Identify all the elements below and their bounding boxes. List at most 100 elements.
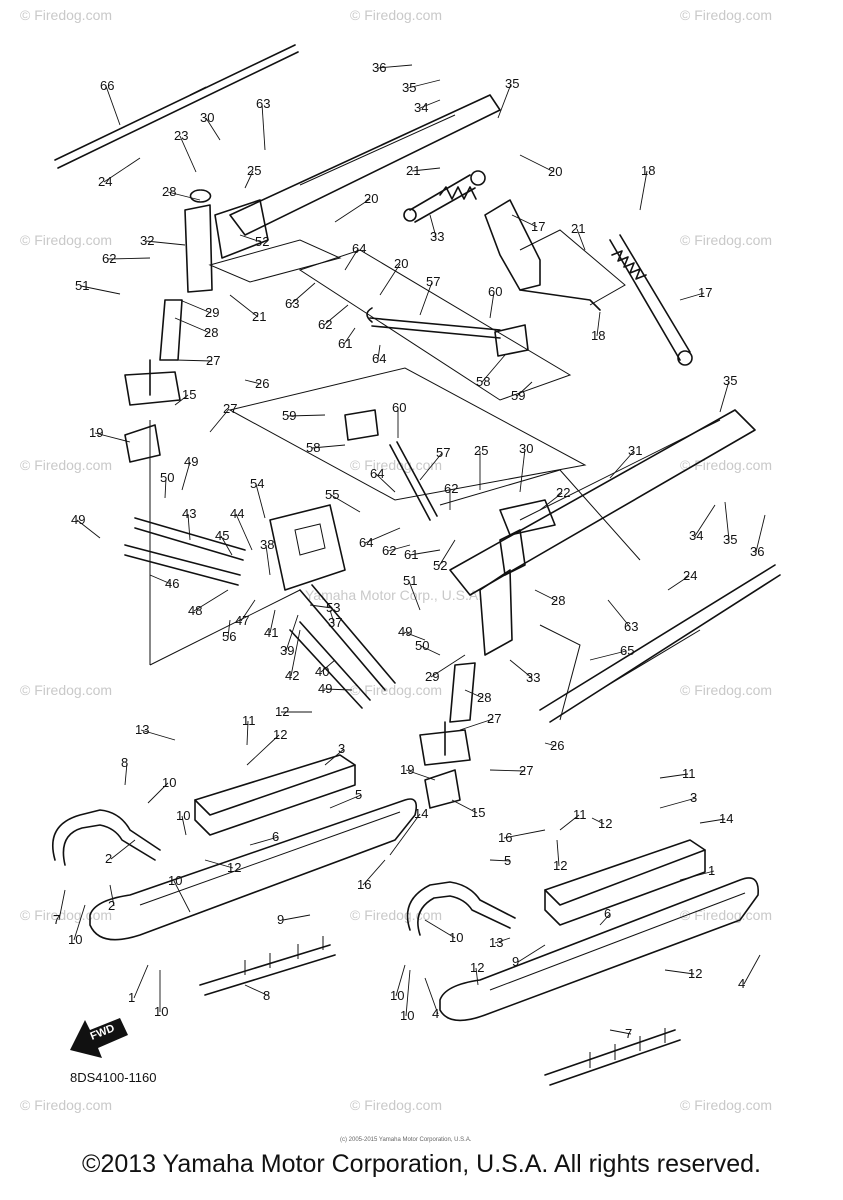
callout-16: 16 bbox=[498, 830, 512, 845]
leader-line bbox=[282, 914, 311, 921]
callout-8: 8 bbox=[121, 755, 128, 770]
callout-35: 35 bbox=[402, 80, 416, 95]
leader-line bbox=[679, 292, 705, 301]
callout-50: 50 bbox=[415, 638, 429, 653]
callout-10: 10 bbox=[68, 932, 82, 947]
leader-line bbox=[459, 718, 494, 731]
callout-12: 12 bbox=[227, 860, 241, 875]
callout-24: 24 bbox=[98, 174, 112, 189]
callout-50: 50 bbox=[160, 470, 174, 485]
leader-line bbox=[179, 299, 212, 314]
leader-line bbox=[387, 544, 411, 552]
leader-line bbox=[503, 829, 546, 839]
callout-14: 14 bbox=[414, 806, 428, 821]
leader-line bbox=[249, 836, 279, 846]
watermark: © Firedog.com bbox=[20, 457, 112, 473]
watermark: © Firedog.com bbox=[350, 457, 442, 473]
leader-line bbox=[265, 544, 271, 576]
callout-12: 12 bbox=[688, 966, 702, 981]
leader-line bbox=[679, 870, 715, 881]
leader-line bbox=[329, 609, 335, 624]
callout-40: 40 bbox=[315, 664, 329, 679]
leader-line bbox=[323, 304, 349, 326]
leader-line bbox=[235, 513, 253, 551]
leader-line bbox=[481, 354, 506, 383]
leader-line bbox=[539, 492, 563, 511]
leader-line bbox=[209, 408, 230, 433]
callout-49: 49 bbox=[318, 681, 332, 696]
part-code: 8DS4100-1160 bbox=[70, 1070, 157, 1085]
callout-49: 49 bbox=[71, 512, 85, 527]
leader-line bbox=[719, 380, 730, 413]
leader-line bbox=[285, 614, 299, 652]
callout-17: 17 bbox=[531, 219, 545, 234]
watermark: © Firedog.com bbox=[350, 7, 442, 23]
callout-21: 21 bbox=[406, 163, 420, 178]
callout-9: 9 bbox=[277, 912, 284, 927]
callout-10: 10 bbox=[168, 873, 182, 888]
leader-line bbox=[269, 609, 276, 634]
leader-line bbox=[246, 734, 280, 766]
watermark: © Firedog.com bbox=[20, 907, 112, 923]
callout-27: 27 bbox=[519, 763, 533, 778]
callout-12: 12 bbox=[275, 704, 289, 719]
leader-line bbox=[419, 452, 443, 481]
leader-line bbox=[511, 214, 538, 228]
callout-36: 36 bbox=[750, 544, 764, 559]
callout-11: 11 bbox=[682, 766, 696, 781]
leader-line bbox=[699, 818, 726, 824]
leader-line bbox=[109, 884, 115, 907]
right-ski bbox=[406, 839, 759, 1086]
callout-37: 37 bbox=[328, 615, 342, 630]
callout-34: 34 bbox=[414, 100, 428, 115]
leader-line bbox=[239, 234, 262, 243]
callout-13: 13 bbox=[135, 722, 149, 737]
leader-line bbox=[743, 954, 761, 985]
callout-28: 28 bbox=[162, 184, 176, 199]
callout-17: 17 bbox=[698, 285, 712, 300]
leader-line bbox=[694, 504, 716, 537]
leader-line bbox=[464, 689, 484, 699]
leader-line bbox=[509, 659, 533, 679]
leader-line bbox=[724, 501, 730, 541]
callout-51: 51 bbox=[75, 278, 89, 293]
leader-line bbox=[290, 282, 316, 305]
callout-64: 64 bbox=[370, 466, 384, 481]
callout-59: 59 bbox=[511, 388, 525, 403]
callout-30: 30 bbox=[200, 110, 214, 125]
callout-57: 57 bbox=[426, 274, 440, 289]
callout-60: 60 bbox=[392, 400, 406, 415]
leader-lines bbox=[58, 64, 766, 1035]
leader-line bbox=[377, 344, 381, 360]
leader-line bbox=[389, 813, 421, 856]
callout-49: 49 bbox=[398, 624, 412, 639]
leader-line bbox=[596, 311, 601, 337]
callout-12: 12 bbox=[273, 727, 287, 742]
leader-line bbox=[559, 814, 580, 831]
callout-36: 36 bbox=[372, 60, 386, 75]
leader-line bbox=[375, 473, 396, 493]
callout-51: 51 bbox=[403, 573, 417, 588]
callout-21: 21 bbox=[252, 309, 266, 324]
callout-27: 27 bbox=[487, 711, 501, 726]
leader-line bbox=[173, 880, 191, 913]
leader-line bbox=[290, 629, 301, 677]
watermark: © Firedog.com bbox=[20, 232, 112, 248]
callout-27: 27 bbox=[223, 401, 237, 416]
callout-26: 26 bbox=[550, 738, 564, 753]
leader-line bbox=[145, 240, 186, 246]
leader-line bbox=[591, 817, 605, 825]
callout-26: 26 bbox=[255, 376, 269, 391]
leader-line bbox=[76, 519, 101, 539]
callout-1: 1 bbox=[128, 990, 135, 1005]
callout-59: 59 bbox=[282, 408, 296, 423]
leader-line bbox=[193, 589, 229, 612]
callout-10: 10 bbox=[154, 1004, 168, 1019]
leader-line bbox=[667, 575, 690, 591]
callout-42: 42 bbox=[285, 668, 299, 683]
leader-line bbox=[105, 85, 121, 126]
leader-line bbox=[204, 859, 234, 869]
callout-54: 54 bbox=[250, 476, 264, 491]
middle-assembly bbox=[124, 367, 781, 809]
leader-line bbox=[607, 599, 631, 628]
